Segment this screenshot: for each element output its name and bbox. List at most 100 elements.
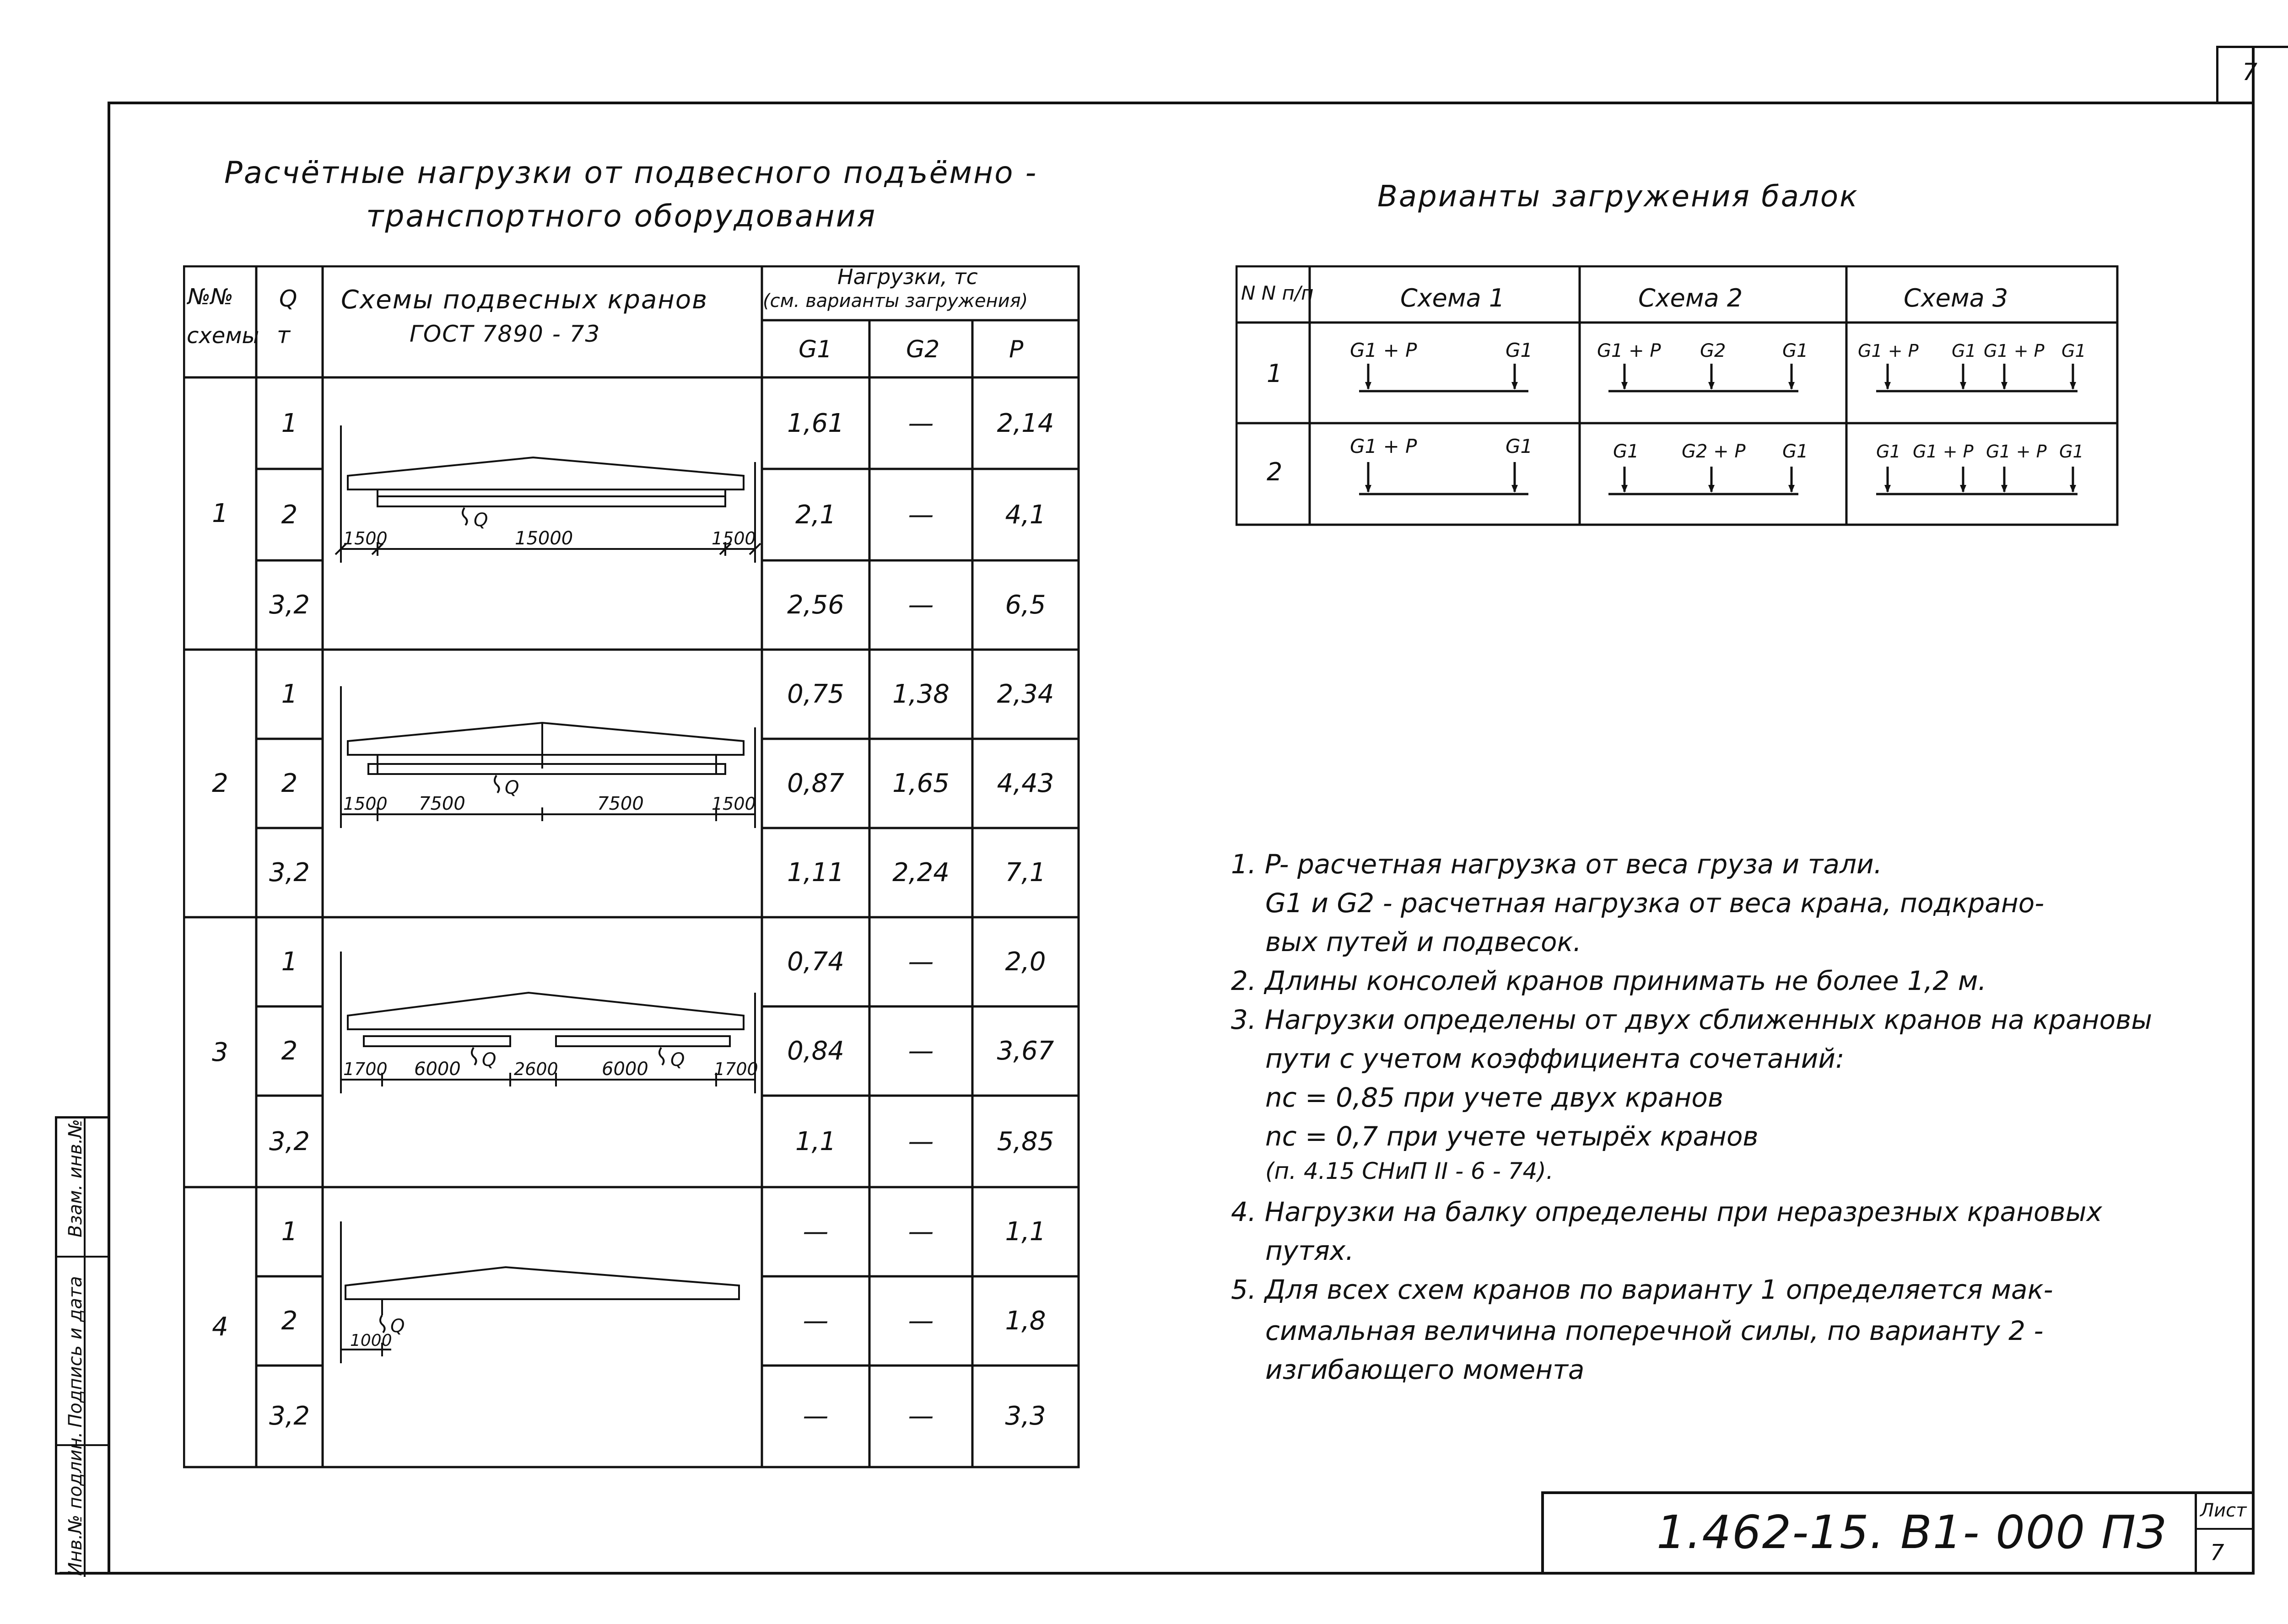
variant-row-no: 1 xyxy=(1267,359,1282,388)
scheme-number-4: 4 xyxy=(212,1312,228,1342)
p-cell: 2,34 xyxy=(997,679,1054,709)
stamp-inv-copy: Взам. инв.№ xyxy=(65,1119,86,1237)
title-block xyxy=(1541,1491,2255,1575)
variants-hdr-no: N N п/п xyxy=(1241,282,1314,304)
g1-cell: 0,87 xyxy=(787,769,844,798)
note-5-line-1: 5. Для всех схем кранов по варианту 1 оп… xyxy=(1231,1274,2053,1305)
g2-cell: — xyxy=(908,1401,934,1431)
variants-hdr-scheme1: Схема 1 xyxy=(1400,284,1505,312)
hdr-q-unit: т xyxy=(277,322,291,349)
left-title-line2: транспортного оборудования xyxy=(366,199,877,234)
dim-label: 6000 xyxy=(414,1059,461,1080)
q-cell: 2 xyxy=(281,769,298,798)
g1-cell: 1,11 xyxy=(787,858,844,887)
hdr-loads: Нагрузки, тс xyxy=(837,264,978,289)
p-cell: 1,8 xyxy=(1005,1306,1046,1336)
g2-cell: 1,38 xyxy=(892,679,950,709)
note-5-line-2: симальная величина поперечной силы, по в… xyxy=(1265,1315,2044,1346)
scheme-number-3: 3 xyxy=(212,1037,228,1067)
loads-table-grid xyxy=(183,265,1080,1468)
dim-label: 1500 xyxy=(712,528,756,549)
g1-cell: 1,1 xyxy=(795,1126,836,1156)
q-cell: 3,2 xyxy=(269,1126,310,1156)
g1-cell: 0,84 xyxy=(787,1036,844,1066)
dim-label: 1500 xyxy=(343,528,388,549)
crane-scheme-1: Q 1500 15000 1500 xyxy=(335,425,761,563)
side-stamp-sep-1 xyxy=(57,1256,110,1258)
hdr-g2: G2 xyxy=(906,336,940,363)
left-title-line1: Расчётные нагрузки от подвесного подъёмн… xyxy=(224,155,1038,190)
q-cell: 1 xyxy=(281,947,298,977)
g2-cell: — xyxy=(908,1306,934,1336)
side-stamp-divider xyxy=(84,1119,86,1577)
g2-cell: — xyxy=(908,1036,934,1066)
note-1-line-3: вых путей и подвесок. xyxy=(1265,926,1581,957)
dim-label: 2600 xyxy=(514,1059,558,1079)
q-cell: 3,2 xyxy=(269,858,310,887)
g1-cell: 0,74 xyxy=(787,947,844,977)
stamp-inv-orig: Инв.№ подлин. xyxy=(65,1431,86,1576)
hdr-p: P xyxy=(1009,336,1024,363)
load-label: G2 + P xyxy=(1682,441,1746,462)
load-mark-q: Q xyxy=(390,1316,405,1337)
note-4-line-1: 4. Нагрузки на балку определены при нера… xyxy=(1231,1196,2102,1227)
hdr-scheme-no-1: №№ xyxy=(188,284,233,310)
corner-box-top xyxy=(2216,46,2288,48)
load-label: G1 + P xyxy=(1350,339,1417,361)
frame-right-line xyxy=(2252,46,2255,1575)
title-block-divider xyxy=(2195,1491,2197,1575)
g1-cell: 2,1 xyxy=(795,500,836,530)
g2-cell: — xyxy=(908,1217,934,1247)
crane-scheme-3: Q Q 1700 6000 2600 6000 1700 xyxy=(340,952,758,1093)
note-3-line-5: (п. 4.15 СНиП II - 6 - 74). xyxy=(1265,1158,1554,1184)
dim-label: 1500 xyxy=(343,794,388,814)
note-3-line-3: nc = 0,85 при учете двух кранов xyxy=(1265,1082,1724,1113)
title-block-list-sep xyxy=(2195,1528,2255,1530)
dim-label: 1700 xyxy=(714,1059,758,1079)
q-cell: 1 xyxy=(281,679,298,709)
scheme-number-1: 1 xyxy=(212,499,228,528)
load-label: G1 xyxy=(1506,435,1533,457)
q-cell: 2 xyxy=(281,500,298,530)
note-4-line-2: путях. xyxy=(1265,1235,1354,1266)
p-cell: 7,1 xyxy=(1005,858,1046,887)
variants-title: Варианты загружения балок xyxy=(1377,180,1859,214)
variants-hdr-scheme3: Схема 3 xyxy=(1904,284,2008,312)
stamp-signature-date: Подпись и дата xyxy=(65,1276,86,1428)
load-label: G1 + P xyxy=(1597,340,1661,361)
frame-top-line xyxy=(108,102,2255,104)
dim-label: 7500 xyxy=(419,793,465,814)
load-mark-q: Q xyxy=(505,777,519,798)
dim-label: 7500 xyxy=(597,793,644,814)
variant-row-no: 2 xyxy=(1267,457,1282,486)
q-cell: 1 xyxy=(281,1217,298,1247)
crane-scheme-2: Q 1500 7500 7500 1500 xyxy=(340,686,756,828)
p-cell: 6,5 xyxy=(1005,590,1046,620)
p-cell: 2,0 xyxy=(1005,947,1046,977)
dim-label: 1000 xyxy=(350,1331,392,1350)
list-label: Лист xyxy=(2200,1500,2247,1521)
load-label: G2 xyxy=(1700,340,1726,361)
document-code: 1.462-15. В1- 000 ПЗ xyxy=(1657,1506,2167,1559)
corner-box-left xyxy=(2216,46,2218,103)
note-3-line-2: пути с учетом коэффициента сочетаний: xyxy=(1265,1043,1845,1074)
g1-cell: 2,56 xyxy=(787,590,844,620)
note-3-line-4: nc = 0,7 при учете четырёх кранов xyxy=(1265,1121,1759,1152)
load-label: G1 xyxy=(1876,441,1901,462)
load-mark-q: Q xyxy=(482,1049,496,1070)
hdr-cranes: Схемы подвесных кранов xyxy=(341,285,708,315)
p-cell: 1,1 xyxy=(1005,1217,1046,1247)
dim-label: 1700 xyxy=(343,1059,388,1079)
q-cell: 3,2 xyxy=(269,590,310,620)
load-label: G1 + P xyxy=(1350,435,1417,457)
note-5-line-3: изгибающего момента xyxy=(1265,1354,1585,1385)
q-cell: 1 xyxy=(281,408,298,438)
load-label: G1 xyxy=(2059,441,2084,462)
g2-cell: — xyxy=(908,590,934,620)
q-cell: 2 xyxy=(281,1306,298,1336)
g2-cell: — xyxy=(908,947,934,977)
p-cell: 3,67 xyxy=(997,1036,1054,1066)
load-label: G1 xyxy=(2061,341,2086,361)
note-2-line-1: 2. Длины консолей кранов принимать не бо… xyxy=(1231,965,1986,996)
dim-label: 6000 xyxy=(602,1059,648,1080)
